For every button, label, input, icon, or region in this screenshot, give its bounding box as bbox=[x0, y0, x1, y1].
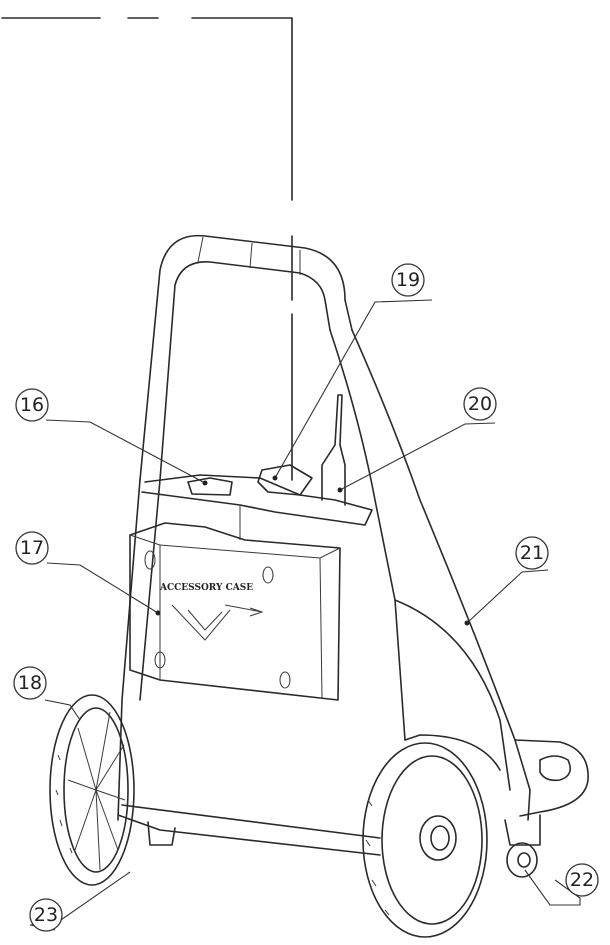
callout-17: 17 bbox=[15, 531, 49, 565]
side-panel bbox=[329, 329, 589, 821]
callout-22-label: 22 bbox=[570, 869, 594, 891]
callout-18-label: 18 bbox=[18, 672, 42, 694]
callout-21: 21 bbox=[515, 536, 549, 570]
callout-17-label: 17 bbox=[20, 537, 44, 559]
callout-23: 23 bbox=[29, 898, 63, 932]
accessory-case-label: ACCESSORY CASE bbox=[159, 583, 253, 593]
top-tray bbox=[141, 394, 373, 540]
callout-20: 20 bbox=[463, 387, 497, 421]
callout-18: 18 bbox=[13, 666, 47, 700]
base bbox=[117, 804, 381, 856]
callout-19-label: 19 bbox=[396, 269, 420, 291]
callout-23-label: 23 bbox=[34, 904, 58, 926]
callout-20-label: 20 bbox=[468, 393, 492, 415]
left-wheel bbox=[49, 694, 135, 886]
right-wheel bbox=[362, 742, 488, 938]
callout-16-label: 16 bbox=[20, 394, 44, 416]
accessory-box: ACCESSORY CASE bbox=[129, 522, 341, 701]
callout-16: 16 bbox=[15, 388, 49, 422]
leader-lines bbox=[29, 299, 581, 931]
callout-21-label: 21 bbox=[520, 542, 544, 564]
caster-wheel bbox=[504, 814, 541, 878]
handle-frame bbox=[139, 234, 353, 481]
callout-22: 22 bbox=[565, 863, 599, 897]
left-frame bbox=[117, 479, 161, 821]
callout-19: 19 bbox=[391, 263, 425, 297]
